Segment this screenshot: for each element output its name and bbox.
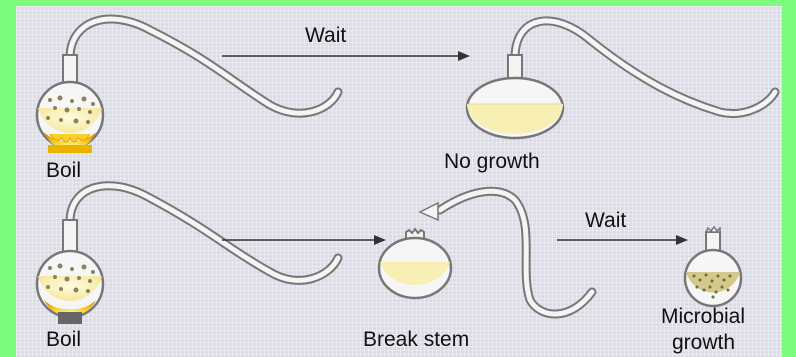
boiling-particles [46,95,95,124]
label-wait-top: Wait [305,24,346,47]
arrow-wait-bottom [557,235,688,245]
label-boil-top: Boil [46,159,81,182]
arrow-wait-top [222,51,470,61]
microbe-particles [692,273,732,299]
flask-broken-stem [377,186,597,319]
burner-icon [58,312,82,324]
diagram-panel [16,6,782,357]
flask-no-growth [465,16,780,140]
label-break-stem: Break stem [363,328,469,351]
label-boil-bottom: Boil [46,328,81,351]
flask-boiling-bottom [35,181,343,324]
label-growth: growth [672,331,735,354]
label-no-growth: No growth [444,150,540,173]
label-wait-bottom: Wait [585,209,626,232]
label-microbial: Microbial [661,305,745,328]
flame-icon [44,132,96,150]
flask-boiling-top [35,14,343,153]
arrow-to-break-stem [222,235,386,245]
flask-microbial-growth [683,225,743,308]
